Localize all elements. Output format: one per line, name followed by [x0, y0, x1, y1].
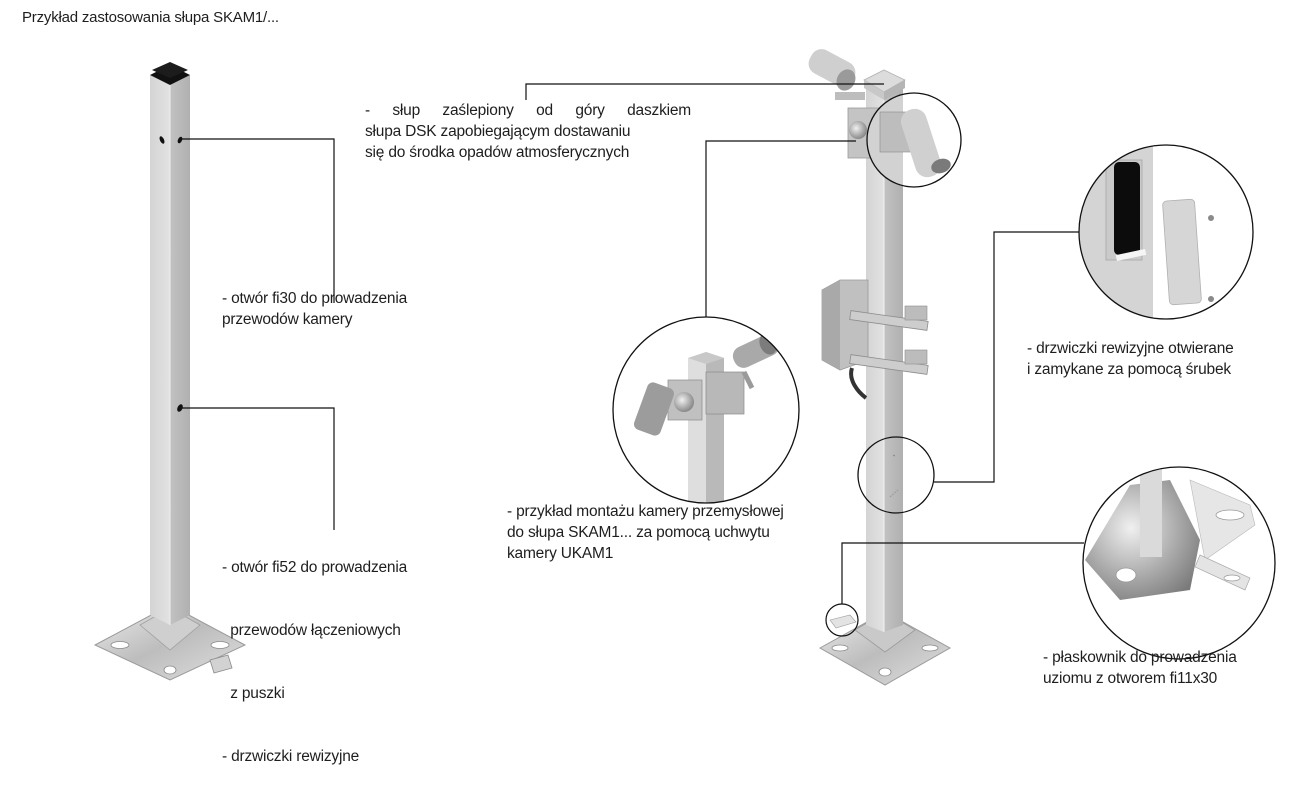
hole-fi30-left — [159, 136, 165, 144]
callout-line: kamery UKAM1 — [507, 545, 614, 562]
leader-line-door — [934, 231, 1080, 483]
leader-line-flat-bar — [841, 542, 1084, 604]
illustration — [93, 49, 1276, 686]
page-title: Przykład zastosowania słupa SKAM1/... — [22, 9, 279, 26]
hole-fi30-right — [177, 136, 183, 144]
inspection-door-detail-circle — [1078, 144, 1254, 320]
callout-line: się do środka opadów atmosferycznych — [365, 144, 630, 161]
top-camera-detail-circle — [866, 92, 962, 188]
callout-line: - drzwiczki rewizyjne — [222, 748, 360, 765]
leader-line-camera-mount — [705, 140, 856, 318]
callout-hole-fi30: - otwór fi30 do prowadzenia przewodów ka… — [222, 288, 407, 330]
callout-line: uziomu z otworem fi11x30 — [1043, 670, 1218, 687]
top-camera-left — [808, 49, 865, 100]
junction-box — [821, 279, 869, 400]
left-pole-base-plate — [93, 604, 247, 681]
callout-line: - płaskownik do prowadzenia — [1043, 649, 1237, 666]
callout-line: - otwór fi30 do prowadzenia — [222, 290, 408, 307]
callout-line: przewodów kamery — [222, 311, 353, 328]
callout-line: - przykład montażu kamery przemysłowej — [507, 503, 784, 520]
callout-hole-fi52: - otwór fi52 do prowadzenia przewodów łą… — [222, 515, 407, 788]
callout-grounding-flat-bar: - płaskownik do prowadzenia uziomu z otw… — [1043, 647, 1237, 689]
callout-line: i zamykane za pomocą śrubek — [1027, 361, 1231, 378]
callout-line: - słup zaślepiony od góry daszkiem — [365, 102, 691, 119]
callout-line: do słupa SKAM1... za pomocą uchwytu — [507, 524, 770, 541]
grounding-flat-bar — [829, 614, 857, 629]
callout-line: - drzwiczki rewizyjne otwierane — [1027, 340, 1234, 357]
callout-line: - otwór fi52 do prowadzenia — [222, 559, 408, 576]
left-pole — [93, 62, 247, 681]
callout-camera-mount: - przykład montażu kamery przemysłowej d… — [507, 501, 784, 564]
leader-line-fi52 — [182, 407, 335, 530]
hole-fi52 — [177, 404, 183, 412]
callout-inspection-door: - drzwiczki rewizyjne otwierane i zamyka… — [1027, 338, 1234, 380]
door-marker-circle — [857, 436, 935, 514]
camera-mount-detail-circle — [612, 316, 800, 504]
callout-line: przewodów łączeniowych — [222, 622, 401, 639]
callout-pole-cap: - słup zaślepiony od góry daszkiem słupa… — [365, 100, 691, 163]
callout-line: słupa DSK zapobiegającym dostawaniu — [365, 123, 631, 140]
callout-line: z puszki — [222, 685, 285, 702]
right-pole — [808, 49, 952, 686]
base-detail-circle — [1082, 466, 1276, 660]
leader-line-fi30 — [182, 138, 335, 303]
pole-clamps — [849, 305, 929, 375]
leader-line-cap — [525, 83, 884, 100]
